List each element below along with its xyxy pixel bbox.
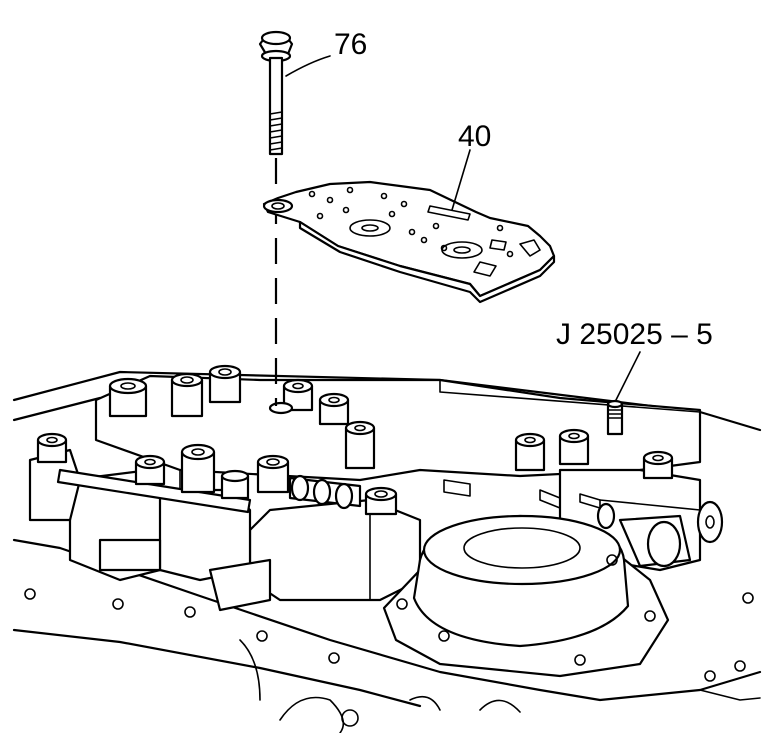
label-40: 40 — [458, 120, 491, 153]
valve-body-assembly — [12, 364, 762, 733]
bosses — [36, 364, 674, 516]
gasket-holes — [24, 588, 754, 682]
spool-valve — [288, 474, 362, 510]
label-tool: J 25025 – 5 — [556, 318, 713, 351]
leader-tool — [615, 351, 641, 401]
tool-pin — [606, 399, 624, 436]
leader-76 — [285, 55, 331, 77]
plate-40 — [262, 180, 556, 304]
label-76: 76 — [334, 28, 367, 61]
bolt-hole — [268, 401, 294, 415]
bolt-76 — [258, 30, 294, 156]
leader-40 — [451, 149, 471, 211]
accumulator-cover — [382, 514, 670, 678]
end-fitting — [443, 479, 724, 568]
